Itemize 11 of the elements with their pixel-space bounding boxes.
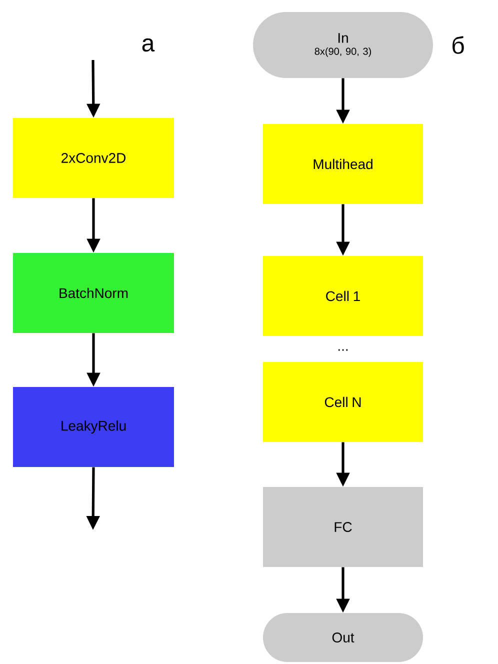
process-box: FC [263, 487, 423, 567]
process-box: 2xConv2D [13, 118, 174, 198]
process-box: Cell N [263, 362, 423, 442]
process-box: Multihead [263, 124, 423, 204]
process-box: BatchNorm [13, 253, 174, 333]
terminal-pill: In 8x(90, 90, 3) [253, 12, 433, 78]
terminal-pill: Out [263, 613, 423, 662]
ellipsis: ... [338, 349, 348, 351]
process-box: LeakyRelu [13, 387, 174, 467]
panel-letter: а [142, 38, 155, 52]
process-box: Cell 1 [263, 256, 423, 336]
